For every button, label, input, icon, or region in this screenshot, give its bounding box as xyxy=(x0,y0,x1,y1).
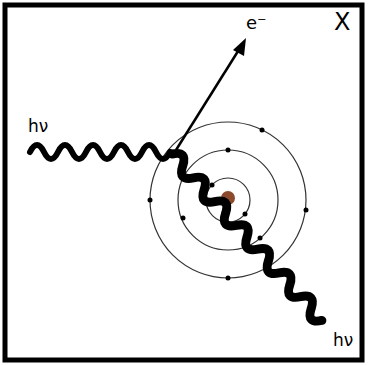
electron-label: e⁻ xyxy=(246,14,267,32)
photon-label: hν xyxy=(28,118,48,135)
incoming-photon xyxy=(30,145,170,159)
frame-border xyxy=(5,5,362,360)
scattered-photon xyxy=(167,149,327,325)
arrow-head xyxy=(233,38,246,56)
electron-arrow xyxy=(176,48,240,150)
panel-letter: X xyxy=(334,10,350,34)
photon-label: hν xyxy=(333,332,353,349)
